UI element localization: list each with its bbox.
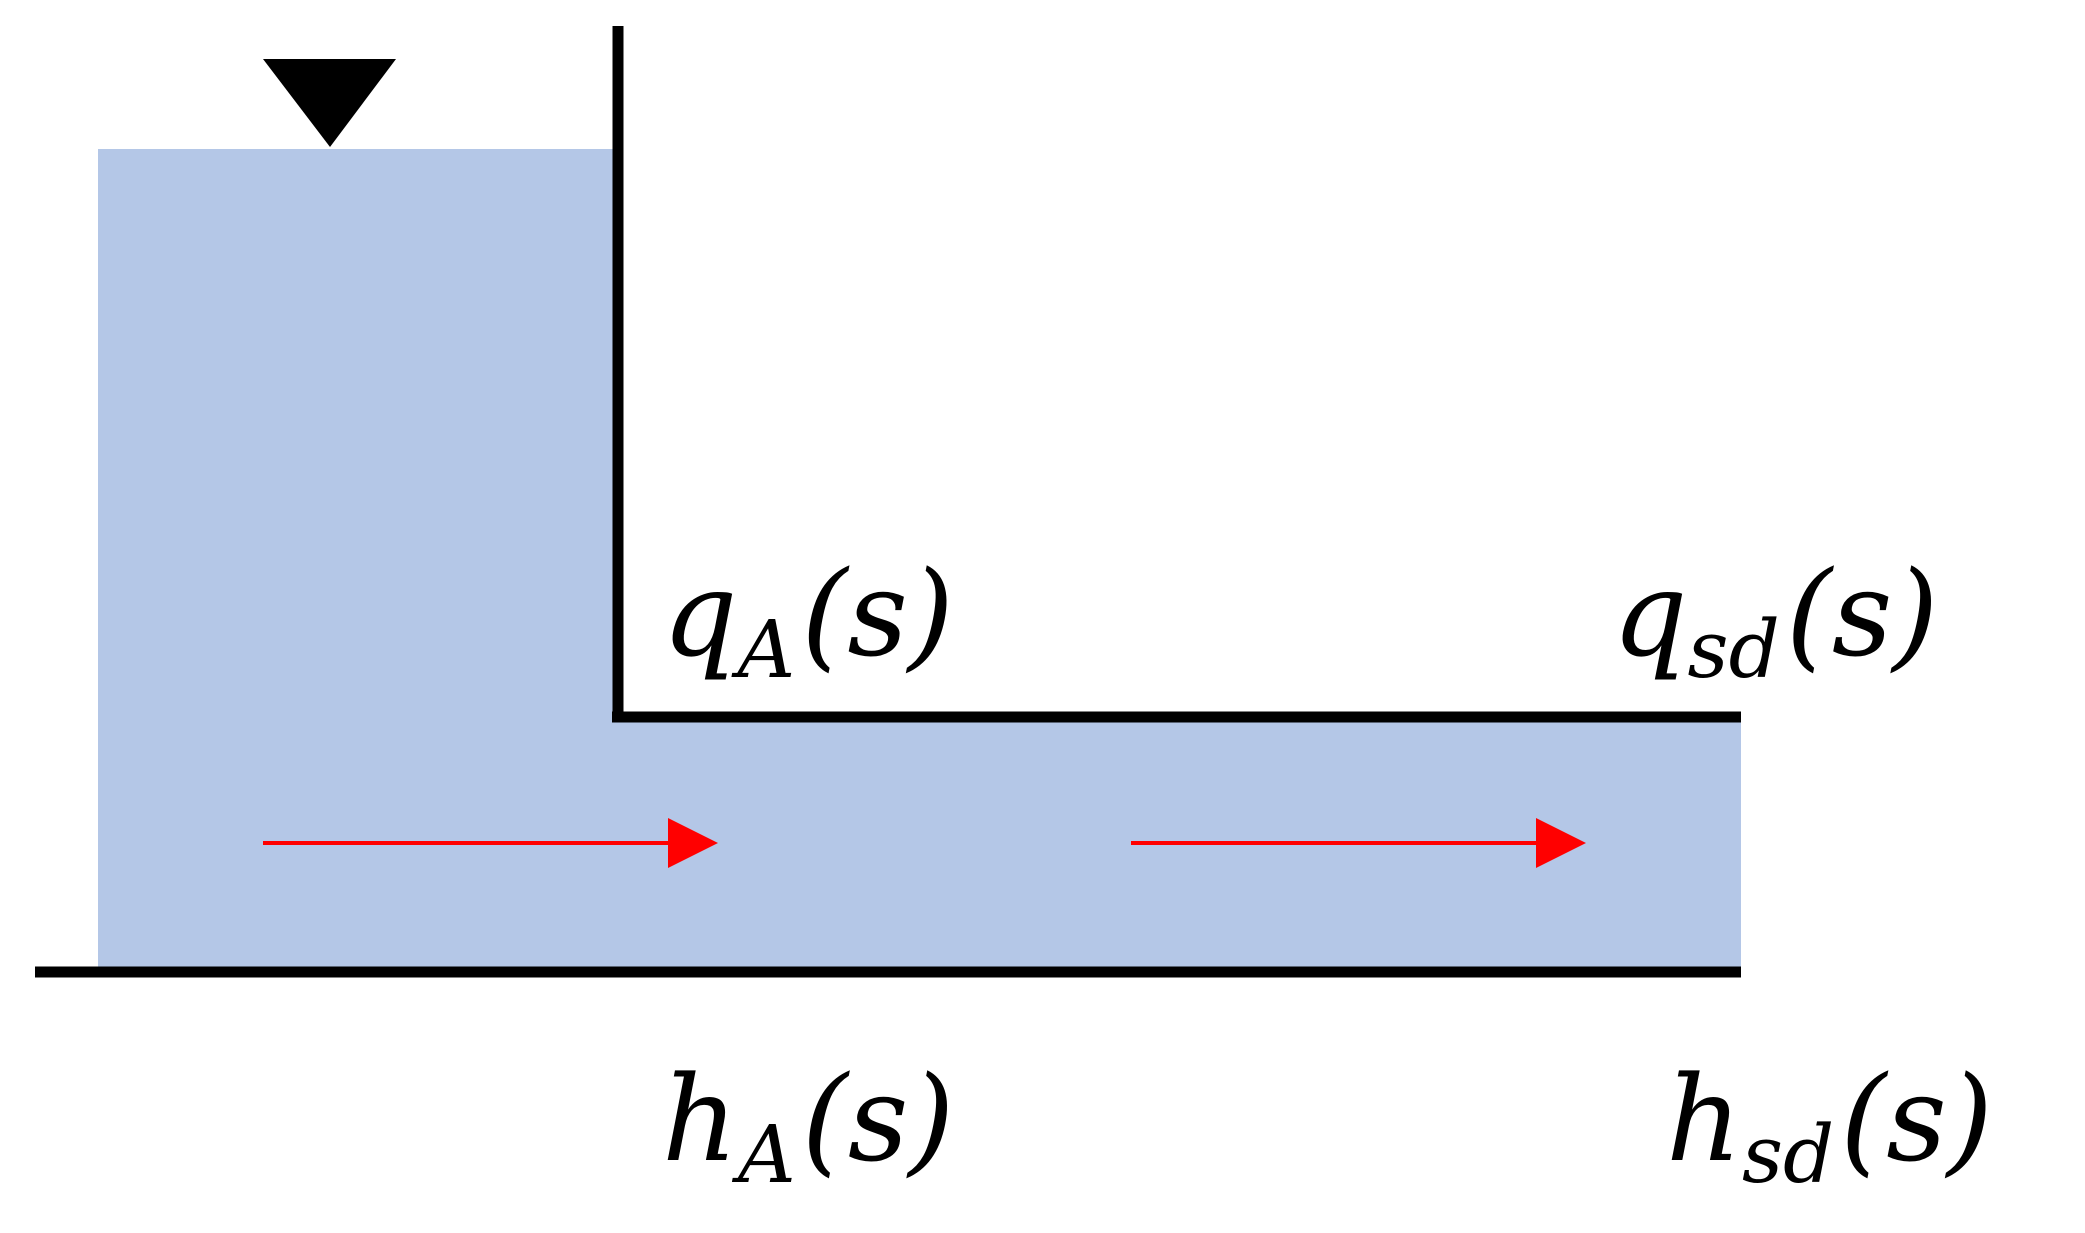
label-q-sd: qsd(s) — [1612, 545, 1938, 696]
label-h-sd-sub: sd — [1742, 1108, 1834, 1201]
water-level-triangle-icon — [263, 59, 396, 147]
label-q-sd-sub: sd — [1688, 603, 1780, 696]
label-q-a-base: q — [662, 545, 738, 683]
label-q-a-sub: A — [731, 603, 796, 696]
label-h-a-base: h — [662, 1050, 738, 1188]
label-h-a-arg: (s) — [802, 1050, 955, 1188]
label-h-sd-arg: (s) — [1840, 1050, 1993, 1188]
flow-arrow-left — [263, 818, 718, 868]
flow-arrow-right — [1131, 818, 1586, 868]
label-q-sd-arg: (s) — [1786, 545, 1939, 683]
label-h-a-sub: A — [731, 1108, 796, 1201]
arrow-right-icon — [1536, 818, 1586, 868]
label-h-a: hA(s) — [662, 1050, 954, 1201]
label-h-sd-base: h — [1666, 1050, 1742, 1188]
label-q-a-arg: (s) — [801, 545, 954, 683]
label-q-a: qA(s) — [662, 545, 954, 696]
reservoir-water — [98, 149, 618, 972]
label-q-sd-base: q — [1612, 545, 1688, 683]
label-h-sd: hsd(s) — [1666, 1050, 1993, 1201]
arrow-right-icon — [668, 818, 718, 868]
